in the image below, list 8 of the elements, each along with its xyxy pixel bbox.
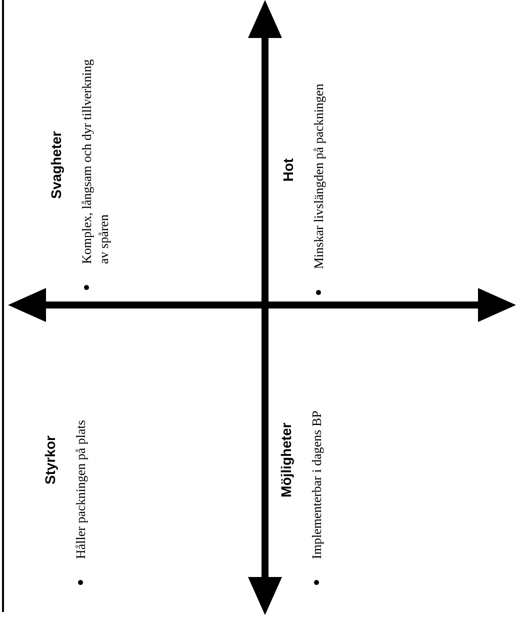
bullet-text: Håller packningen på plats xyxy=(72,419,89,559)
quadrant-heading: Svagheter xyxy=(48,130,64,201)
quadrant-heading: Möjligheter xyxy=(278,422,294,500)
bullet-text: Implementerbar i dagens BP xyxy=(308,410,325,559)
bullet-text: Komplex, långsam och dyr tillverkning av spåren xyxy=(78,58,112,264)
quadrant-heading: Hot xyxy=(280,157,296,184)
quadrant-heading: Styrkor xyxy=(42,434,58,487)
bullet-text: Minskar livslängden på packningen xyxy=(310,82,327,269)
